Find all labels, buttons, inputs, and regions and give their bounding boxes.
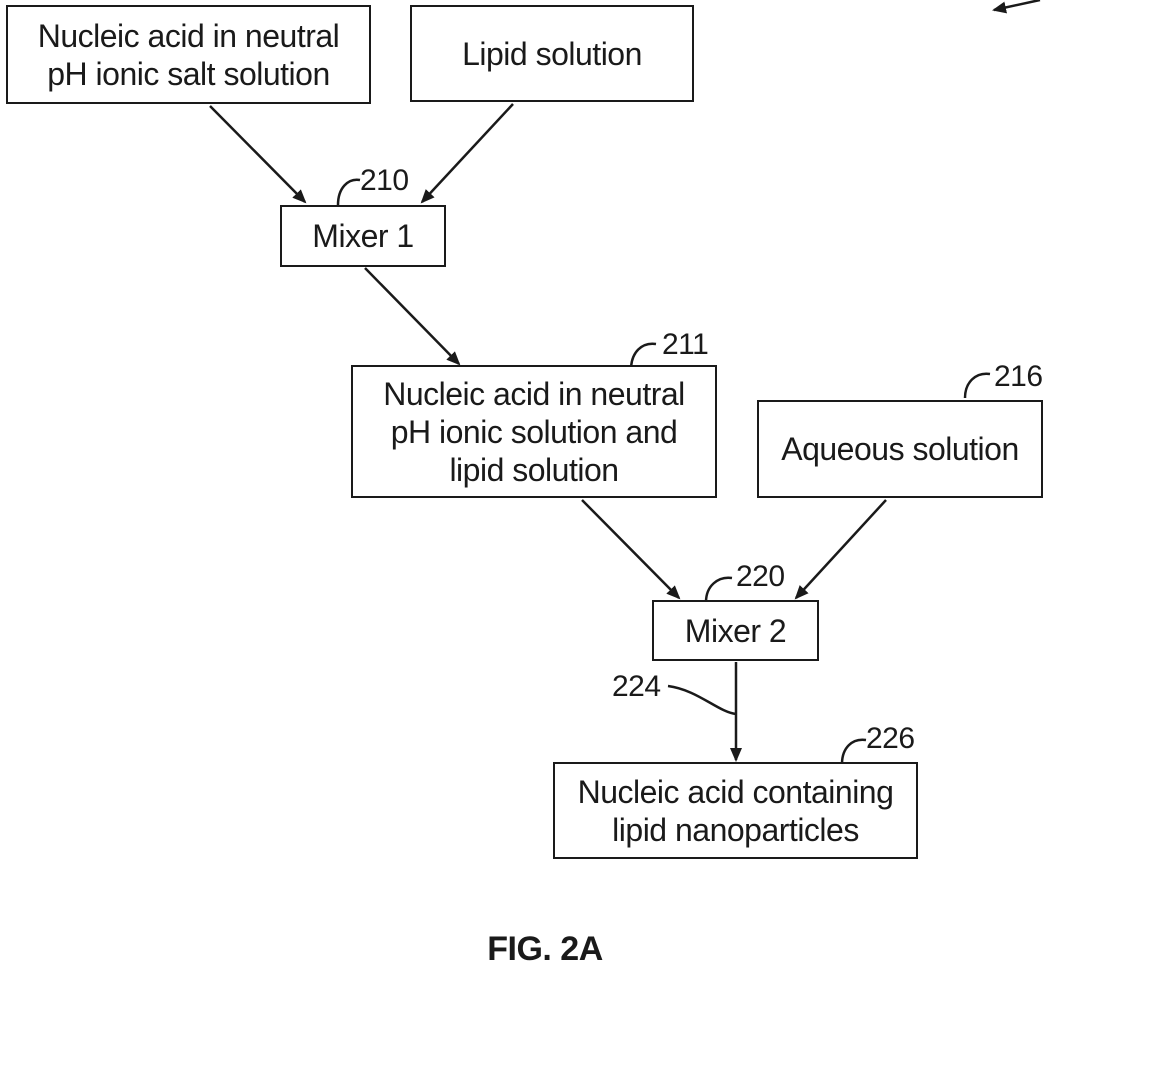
ref-226: 226 xyxy=(866,724,915,754)
box-mixer-1: Mixer 1 xyxy=(280,205,446,267)
box-line: Mixer 2 xyxy=(685,612,786,650)
box-mixer-2: Mixer 2 xyxy=(652,600,819,661)
arrow-aqueous-to-mixer2 xyxy=(796,500,886,598)
box-line: Nucleic acid containing xyxy=(578,773,894,811)
box-line: Mixer 1 xyxy=(312,217,413,255)
box-nucleic-acid-salt-solution: Nucleic acid in neutral pH ionic salt so… xyxy=(6,5,371,104)
ref-210: 210 xyxy=(360,166,409,196)
box-aqueous-solution: Aqueous solution xyxy=(757,400,1043,498)
arrow-mixer1-to-intermediate xyxy=(365,268,459,364)
leader-210 xyxy=(338,180,360,205)
arrow-lipid-to-mixer1 xyxy=(422,104,513,202)
box-line: Nucleic acid in neutral xyxy=(38,17,340,55)
ref-224: 224 xyxy=(612,672,661,702)
box-line: lipid nanoparticles xyxy=(612,811,859,849)
ref-220: 220 xyxy=(736,562,785,592)
leader-220 xyxy=(706,578,732,602)
box-line: Lipid solution xyxy=(462,35,642,73)
box-line: Nucleic acid in neutral xyxy=(383,375,685,413)
box-intermediate-solution: Nucleic acid in neutral pH ionic solutio… xyxy=(351,365,717,498)
box-lipid-nanoparticles: Nucleic acid containing lipid nanopartic… xyxy=(553,762,918,859)
box-line: pH ionic salt solution xyxy=(47,55,329,93)
ref-216: 216 xyxy=(994,362,1043,392)
leader-226 xyxy=(842,740,866,764)
arrow-intermediate-to-mixer2 xyxy=(582,500,679,598)
figure-pointer-fragment xyxy=(994,0,1040,10)
ref-211: 211 xyxy=(662,330,708,360)
leader-224 xyxy=(668,686,736,714)
leader-216 xyxy=(965,374,990,398)
arrow-nucleic-to-mixer1 xyxy=(210,106,305,202)
box-lipid-solution: Lipid solution xyxy=(410,5,694,102)
figure-caption: FIG. 2A xyxy=(0,930,1090,969)
box-line: lipid solution xyxy=(449,451,618,489)
box-line: pH ionic solution and xyxy=(391,413,678,451)
box-line: Aqueous solution xyxy=(781,430,1019,468)
